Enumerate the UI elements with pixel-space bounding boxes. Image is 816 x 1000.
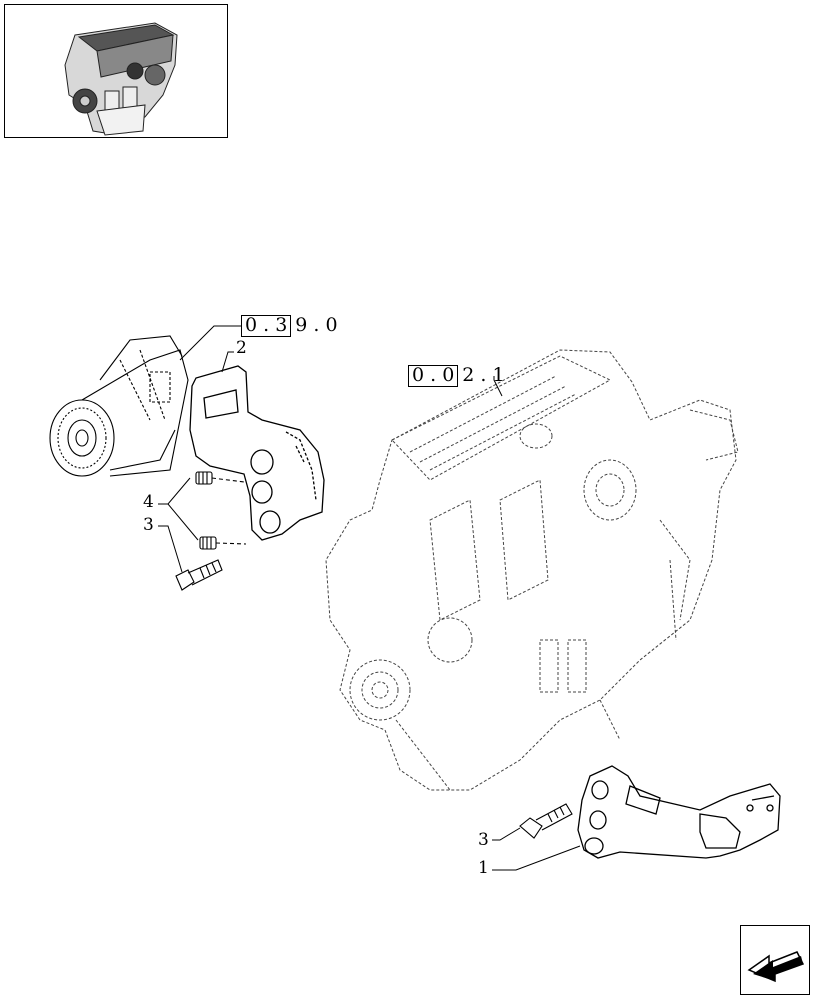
upper-screw-drawing xyxy=(175,559,223,591)
reference-boxed-part: 0 . 3 xyxy=(241,315,292,337)
upper-bracket-drawing xyxy=(189,365,325,541)
reference-boxed-part: 0 . 0 xyxy=(408,365,459,387)
back-arrow-icon xyxy=(747,951,805,983)
lower-screw-drawing xyxy=(519,803,573,839)
back-nav-button[interactable] xyxy=(740,925,810,995)
callout-spacers: 4 xyxy=(143,492,154,512)
alternator-drawing xyxy=(49,335,189,477)
lower-bracket-drawing xyxy=(577,765,781,859)
leader-lines xyxy=(158,325,581,871)
reference-rest-part: 2 . 1 xyxy=(462,364,505,386)
callout-upper-screw: 3 xyxy=(143,515,154,535)
callout-lower-screw: 3 xyxy=(478,830,489,850)
spacers-drawing xyxy=(195,471,247,550)
engine-thumbnail-icon xyxy=(64,22,178,136)
engine-thumbnail xyxy=(4,4,228,138)
engine-drawing xyxy=(325,349,739,791)
reference-rest-part: 9 . 0 xyxy=(295,314,338,336)
callout-lower-bracket: 1 xyxy=(478,858,489,878)
callout-upper-bracket: 2 xyxy=(236,338,247,358)
